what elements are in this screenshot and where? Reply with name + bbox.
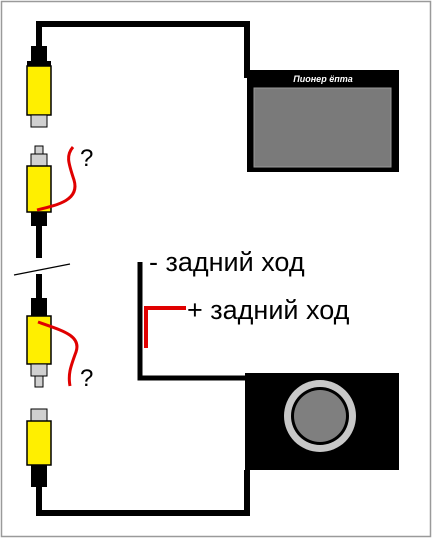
rca-connector-top: [26, 46, 52, 128]
rca-connector-lower-middle: [26, 274, 52, 388]
reverse-wires: [137, 262, 250, 381]
bottom-cable-wire: [36, 470, 250, 516]
monitor-screen: [253, 87, 392, 168]
rca-connector-bottom: [26, 408, 52, 487]
cable-break-mark: [13, 263, 71, 276]
reverse-minus-label: - задний ход: [149, 247, 305, 277]
top-cable-wire: [36, 21, 250, 78]
monitor: Пионер ёпта: [247, 70, 399, 172]
reverse-plus-label: + задний ход: [187, 295, 350, 325]
red-wire-lower: [37, 320, 79, 387]
red-wire-upper: [36, 146, 77, 212]
question-mark-bottom: ?: [80, 365, 93, 392]
top-cable: [36, 21, 250, 78]
reverse-plus-wire: [144, 306, 186, 348]
question-mark-top: ?: [80, 145, 93, 172]
reverse-minus-wire: [137, 262, 250, 381]
camera: [245, 373, 399, 470]
rca-connector-upper-middle: [26, 145, 52, 258]
camera-lens: [294, 390, 346, 442]
monitor-brand-label: Пионер ёпта: [293, 74, 352, 84]
